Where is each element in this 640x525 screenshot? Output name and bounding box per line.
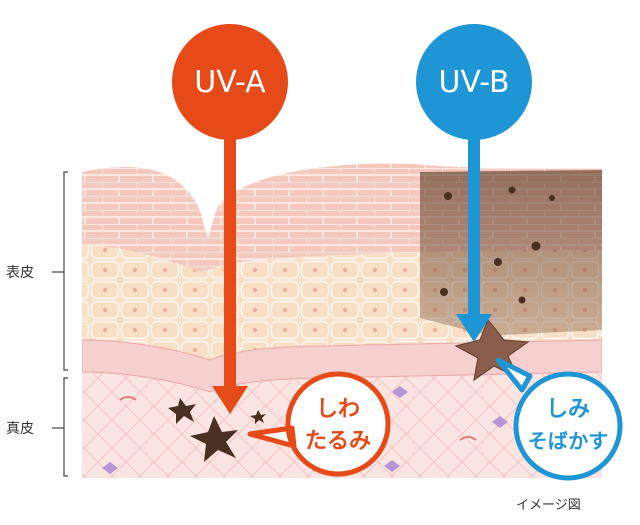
- dermis-label: 真皮: [6, 418, 50, 438]
- uv-a-effect-line2: たるみ: [305, 429, 371, 454]
- image-caption: イメージ図: [516, 494, 581, 513]
- uv-a-label: UV-A: [194, 65, 266, 100]
- layer-brackets: [52, 172, 68, 476]
- uv-b-effect-line1: しみ: [546, 397, 590, 422]
- uv-a-effect-line1: しわ: [316, 397, 360, 422]
- uv-b-effect-line2: そばかす: [528, 429, 608, 453]
- epidermis-label: 表皮: [6, 262, 50, 282]
- uv-b-label: UV-B: [438, 65, 509, 100]
